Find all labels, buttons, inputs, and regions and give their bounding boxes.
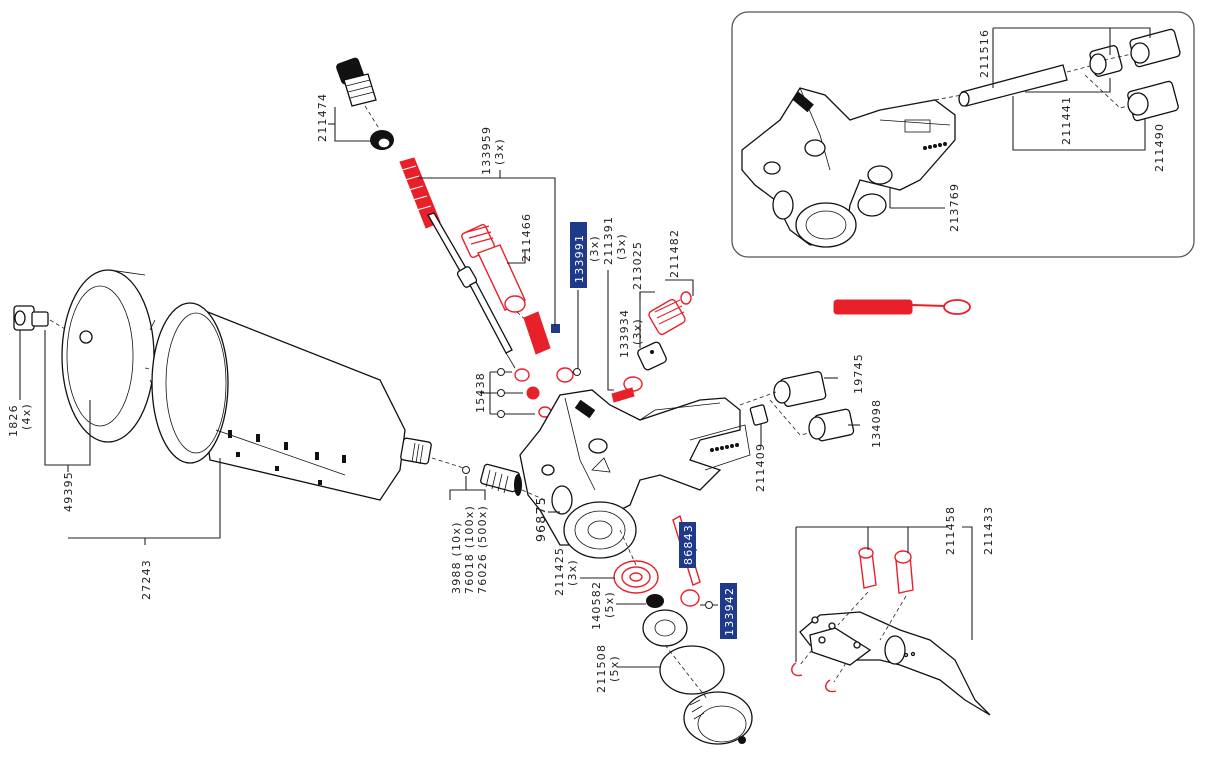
label-211441: 211441: [1060, 96, 1073, 145]
cleaning-brush: [833, 299, 971, 315]
cup-27243: [151, 302, 432, 501]
label-15438: 15438: [474, 372, 487, 413]
highlight-133991: 133991: [570, 222, 587, 288]
label-211433: 211433: [982, 506, 995, 555]
spring-red-small: [523, 311, 551, 355]
label-133991-qty: (3x): [588, 235, 601, 262]
label-19745: 19745: [852, 353, 865, 394]
label-211482: 211482: [668, 229, 681, 278]
cup-lid-49395: [61, 269, 156, 443]
label-211425: 211425: [553, 547, 566, 596]
label-213025: 213025: [631, 241, 644, 290]
label-211466: 211466: [520, 213, 533, 262]
trigger-assembly: [799, 611, 991, 716]
inset-panel: 211516 211441 211490 213769: [731, 11, 1195, 258]
highlight-133942: 133942: [720, 583, 737, 639]
label-96875: 96875: [533, 496, 548, 542]
label-133959: 133959: [480, 126, 493, 175]
grip-dots: [710, 443, 739, 452]
label-3988: 3988 (10x): [450, 521, 463, 594]
label-211409: 211409: [754, 443, 767, 492]
adjustment-knob-211474: [336, 57, 394, 150]
needle-packing-211466: [461, 224, 526, 313]
label-133959-qty: (3x): [493, 138, 506, 165]
label-140582-qty: (5x): [603, 591, 616, 618]
inset-tube: [958, 64, 1068, 107]
gun-body: [519, 389, 751, 559]
label-133934: 133934: [618, 309, 631, 358]
inset-grip-dots: [923, 142, 947, 150]
label-211508: 211508: [595, 644, 608, 693]
label-133934-qty: (3x): [631, 318, 644, 345]
label-213769: 213769: [948, 183, 961, 232]
inset-fitting-top: [1129, 28, 1181, 68]
label-27243: 27243: [140, 559, 153, 600]
label-133942: 133942: [723, 587, 736, 636]
label-49395: 49395: [62, 471, 75, 512]
label-134098: 134098: [870, 399, 883, 448]
inset-frame: [731, 11, 1195, 258]
label-76026: 76026 (500x): [476, 505, 489, 594]
label-211425-qty: (3x): [566, 559, 579, 586]
air-valve-parts: [611, 291, 692, 403]
label-211516: 211516: [978, 29, 991, 78]
label-1826-qty: (4x): [20, 403, 33, 430]
needle: [427, 212, 516, 369]
inset-seal-plugs: [857, 165, 893, 217]
label-211391-qty: (3x): [615, 233, 628, 260]
trigger-pins-211458: [791, 547, 914, 693]
label-140582: 140582: [590, 581, 603, 630]
inset-gun-body: [741, 87, 956, 248]
label-133991: 133991: [573, 234, 586, 283]
label-86843: 86843: [682, 524, 695, 565]
inset-fitting-small: [1089, 45, 1123, 77]
label-211391: 211391: [602, 216, 615, 265]
label-76018: 76018 (100x): [463, 505, 476, 594]
label-211474: 211474: [316, 93, 329, 142]
label-211490: 211490: [1153, 123, 1166, 172]
label-1826: 1826: [7, 404, 20, 437]
label-211458: 211458: [944, 506, 957, 555]
highlight-86843: 86843: [679, 522, 696, 568]
air-fittings: [749, 371, 855, 442]
cup-nut-1826: [13, 305, 49, 331]
cup-scale-marks: [228, 430, 346, 485]
spring-133959: [399, 157, 441, 229]
inset-fitting-bottom: [1127, 80, 1179, 122]
marker-133991: [551, 324, 560, 333]
strainer-filter: [480, 463, 522, 496]
seal-parts-15438: [514, 367, 574, 418]
label-211508-qty: (5x): [608, 655, 621, 682]
